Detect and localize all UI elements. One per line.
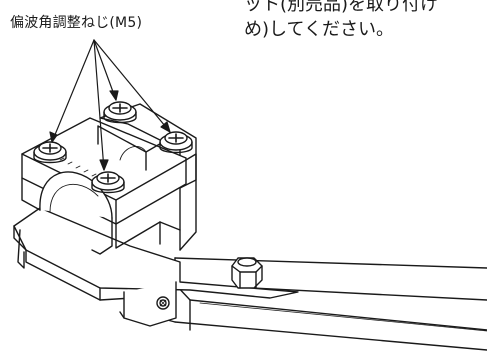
screw-3 [159, 131, 193, 154]
hex-bolt [231, 257, 263, 289]
mounting-arm [159, 257, 487, 351]
instruction-line-1: ット(別売品)を取り付け [244, 0, 439, 15]
screw-2 [103, 101, 137, 124]
callout-leaders [49, 39, 171, 171]
adjustment-screws [33, 101, 193, 194]
screw-4 [91, 171, 125, 194]
instruction-text: ット(別売品)を取り付け め)してください。 [244, 0, 438, 42]
screw-1 [33, 141, 67, 164]
callout-label-polarization-screw: 偏波角調整ねじ(M5) [10, 15, 143, 31]
base-plate [13, 207, 299, 327]
instruction-line-2: め)してください。 [244, 19, 394, 40]
